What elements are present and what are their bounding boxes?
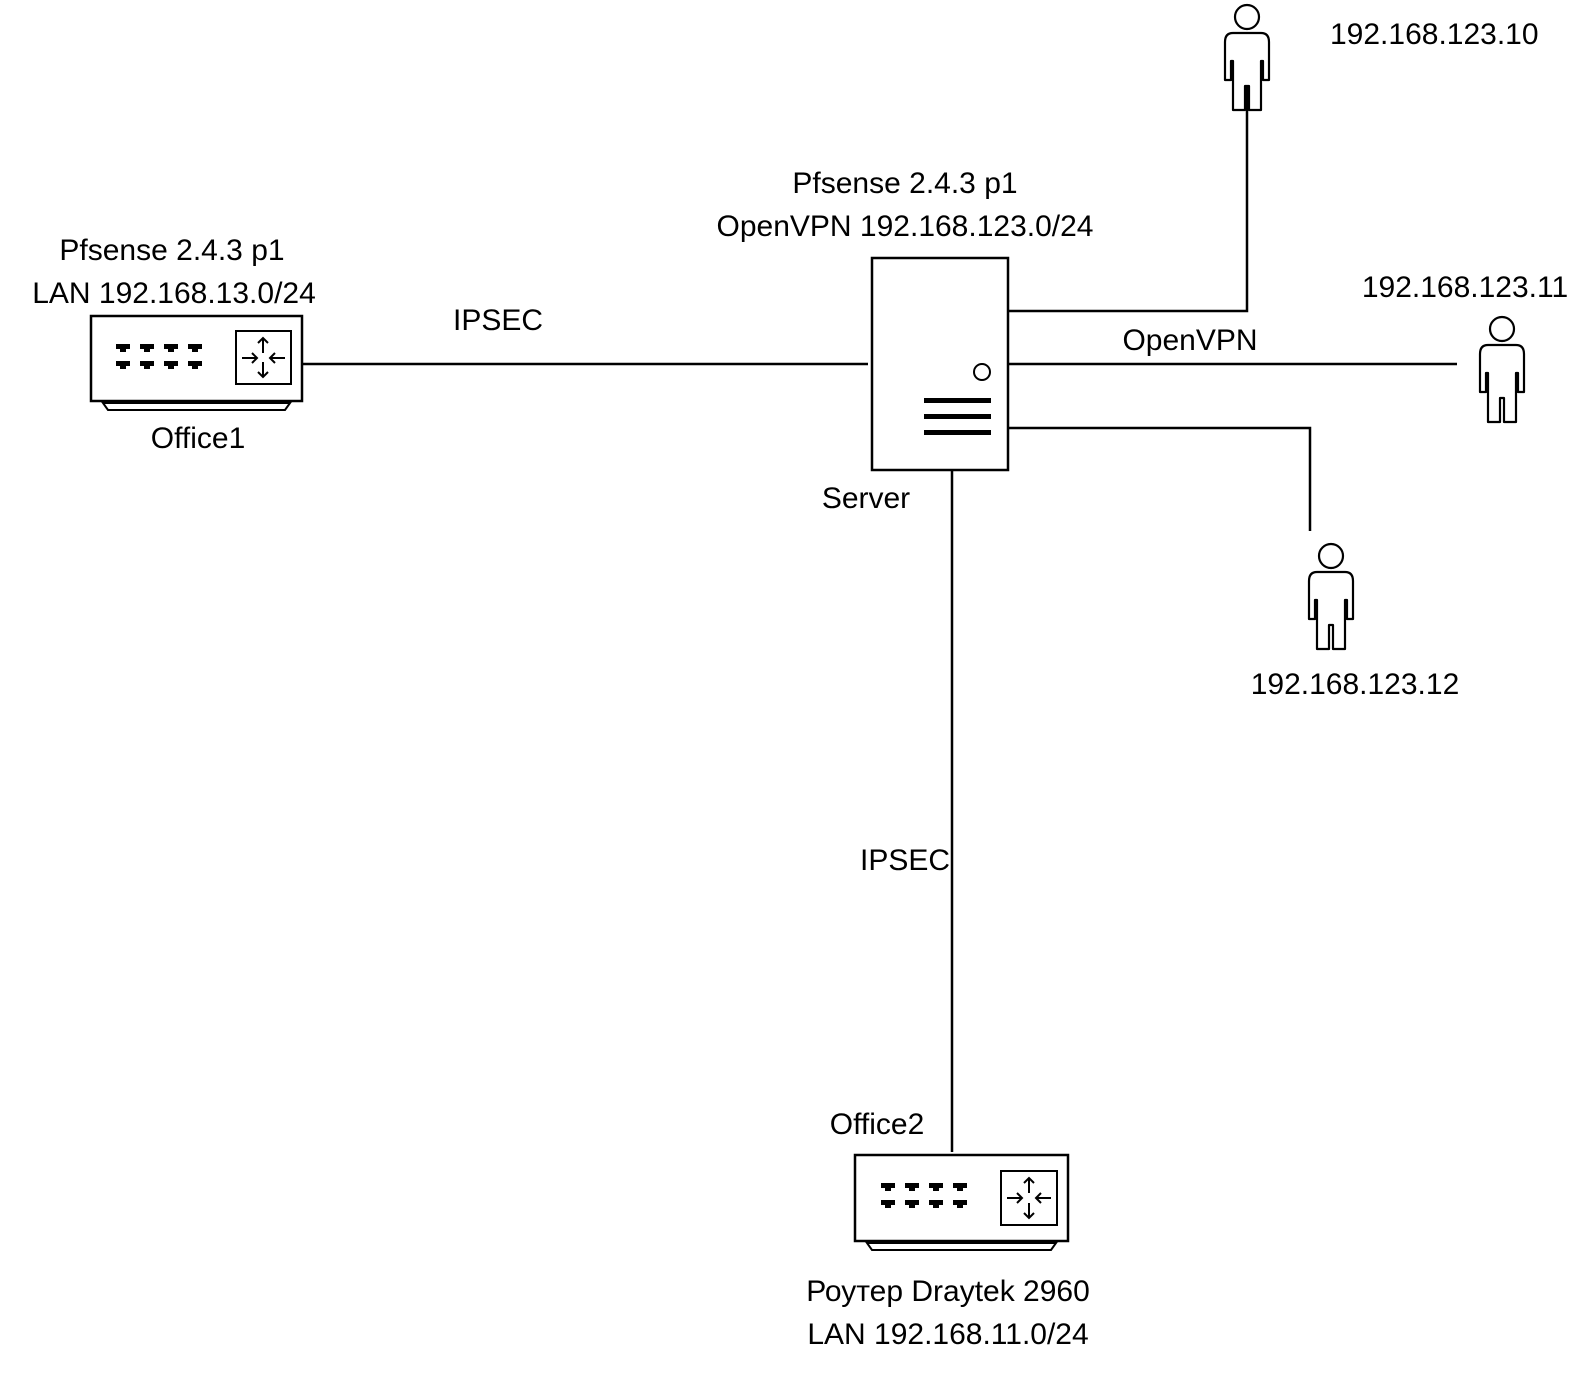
server-node[interactable]: Pfsense 2.4.3 p1 OpenVPN 192.168.123.0/2…	[717, 167, 1094, 515]
office2-caption: Office2	[830, 1108, 925, 1141]
office2-title-line2: LAN 192.168.11.0/24	[807, 1318, 1088, 1351]
router-arrows-icon	[1000, 1170, 1058, 1226]
office1-node[interactable]: Pfsense 2.4.3 p1 LAN 192.168.13.0/24 Off…	[32, 234, 316, 455]
router-arrows-icon	[235, 330, 292, 385]
server-title-line2: OpenVPN 192.168.123.0/24	[717, 210, 1094, 243]
user-icon	[1307, 542, 1355, 651]
office1-title-line1: Pfsense 2.4.3 p1	[59, 234, 284, 267]
user-node-2[interactable]: 192.168.123.11	[1362, 271, 1568, 424]
user-1-ip: 192.168.123.10	[1330, 18, 1539, 51]
connections	[303, 82, 1457, 1152]
user-node-1[interactable]: 192.168.123.10	[1223, 3, 1539, 112]
server-caption: Server	[822, 482, 910, 515]
office1-title-line2: LAN 192.168.13.0/24	[32, 277, 316, 310]
office2-title-line1: Роутер Draytek 2960	[806, 1275, 1090, 1308]
router-switch-icon	[89, 314, 304, 411]
server-title-line1: Pfsense 2.4.3 p1	[792, 167, 1017, 200]
office2-node[interactable]: Office2 Роутер Draytek 2960 LAN 192.168.…	[806, 1108, 1090, 1351]
link-server-user-3	[1003, 426, 1312, 531]
user-3-ip: 192.168.123.12	[1251, 668, 1460, 701]
link-label-openvpn: OpenVPN	[1122, 324, 1257, 357]
link-label-ipsec-office2: IPSEC	[860, 844, 950, 877]
office1-caption: Office1	[151, 422, 246, 455]
user-node-3[interactable]: 192.168.123.12	[1251, 542, 1460, 701]
link-label-ipsec-office1: IPSEC	[453, 304, 543, 337]
server-icon	[870, 256, 1010, 472]
router-switch-icon	[853, 1153, 1070, 1251]
link-server-user-1	[1003, 82, 1249, 313]
user-2-ip: 192.168.123.11	[1362, 271, 1568, 304]
user-icon	[1478, 315, 1526, 424]
